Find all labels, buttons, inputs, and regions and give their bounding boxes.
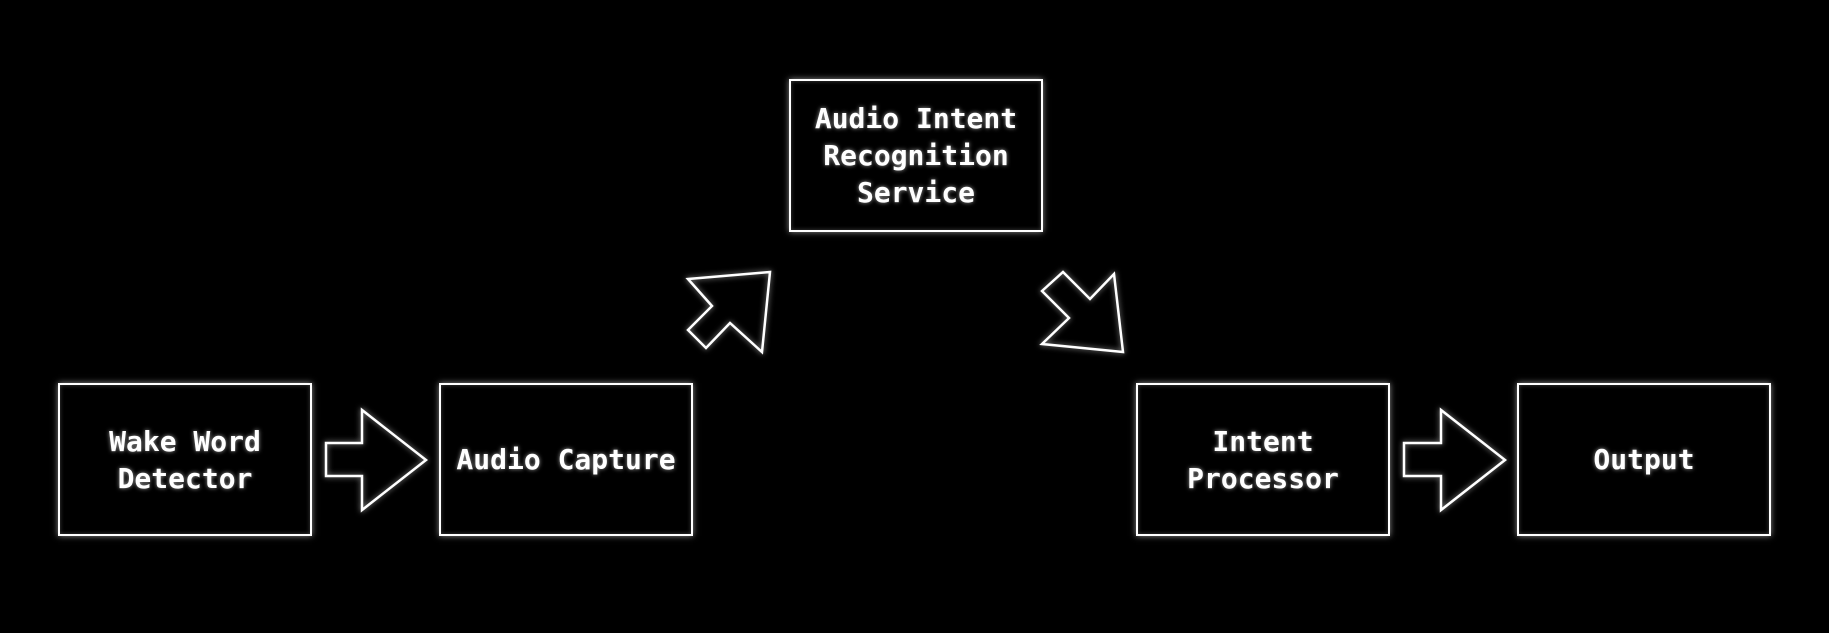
arrow-right-icon (324, 407, 429, 513)
node-wake-word-detector: Wake Word Detector (58, 383, 312, 536)
node-label: Audio Capture (456, 443, 676, 476)
arrow-down-right-icon (1039, 270, 1125, 354)
node-audio-capture: Audio Capture (439, 383, 693, 536)
node-label: Wake Word Detector (109, 424, 261, 495)
arrow-right-icon (1402, 407, 1508, 513)
node-label: Output (1593, 443, 1695, 476)
arrow-up-right-icon (685, 270, 772, 355)
node-intent-processor: Intent Processor (1136, 383, 1390, 536)
node-label: Intent Processor (1187, 424, 1339, 495)
node-audio-intent-recognition-service: Audio Intent Recognition Service (789, 79, 1043, 232)
node-output: Output (1517, 383, 1771, 536)
node-label: Audio Intent Recognition Service (814, 102, 1018, 209)
